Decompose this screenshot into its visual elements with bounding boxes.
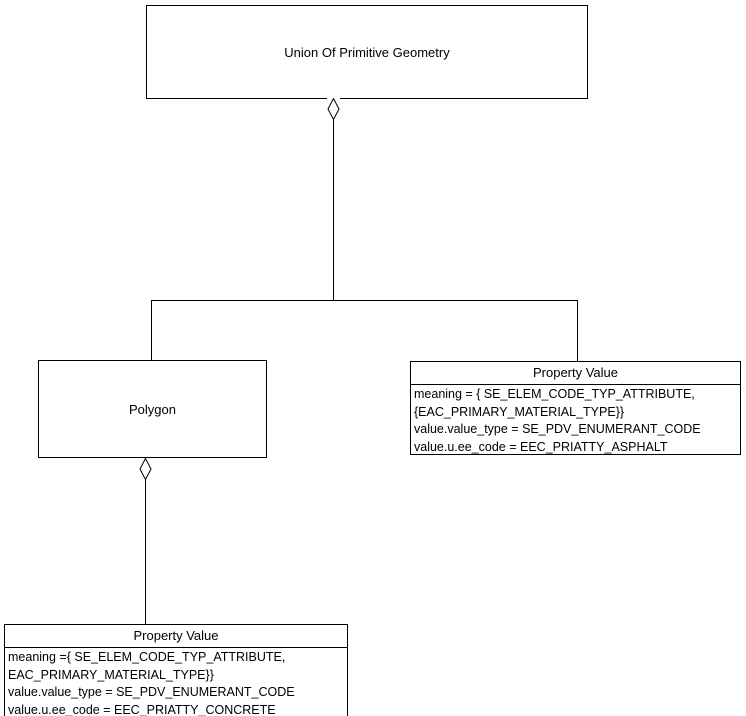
class-box-property-value-bottom[interactable]: Property Value meaning ={ SE_ELEM_CODE_T…: [4, 624, 348, 716]
class-attribute-row: value.u.ee_code = EEC_PRIATTY_ASPHALT: [414, 439, 668, 454]
class-title-polygon: Polygon: [129, 401, 176, 417]
connector-branch-bar-union: [151, 300, 578, 301]
connector-trunk-polygon: [145, 479, 146, 625]
class-attribute-row: value.value_type = SE_PDV_ENUMERANT_CODE: [414, 422, 701, 436]
class-attributes-property-value-bottom: meaning ={ SE_ELEM_CODE_TYP_ATTRIBUTE, E…: [5, 648, 347, 716]
class-box-property-value-right[interactable]: Property Value meaning = { SE_ELEM_CODE_…: [410, 361, 741, 455]
class-attribute-row: {EAC_PRIMARY_MATERIAL_TYPE}}: [414, 404, 625, 419]
class-box-union-of-primitive-geometry[interactable]: Union Of Primitive Geometry: [146, 5, 588, 99]
class-box-polygon[interactable]: Polygon: [38, 360, 267, 458]
connector-drop-to-property-value-right: [577, 300, 578, 362]
connector-drop-to-polygon: [151, 300, 152, 361]
class-attribute-row: meaning = { SE_ELEM_CODE_TYP_ATTRIBUTE,: [414, 387, 695, 401]
class-title-union-of-primitive-geometry: Union Of Primitive Geometry: [284, 44, 450, 60]
class-title-property-value-bottom: Property Value: [5, 625, 347, 648]
connector-trunk-union: [333, 119, 334, 301]
class-attribute-row: value.u.ee_code = EEC_PRIATTY_CONCRETE: [8, 702, 276, 716]
aggregation-diamond-icon-union: [327, 98, 340, 120]
aggregation-diamond-icon-polygon: [139, 458, 152, 480]
class-attributes-property-value-right: meaning = { SE_ELEM_CODE_TYP_ATTRIBUTE, …: [411, 385, 740, 456]
class-attribute-row: meaning ={ SE_ELEM_CODE_TYP_ATTRIBUTE,: [8, 650, 286, 664]
class-title-property-value-right: Property Value: [411, 362, 740, 385]
class-attribute-row: value.value_type = SE_PDV_ENUMERANT_CODE: [8, 685, 295, 699]
class-attribute-row: EAC_PRIMARY_MATERIAL_TYPE}}: [8, 667, 214, 682]
